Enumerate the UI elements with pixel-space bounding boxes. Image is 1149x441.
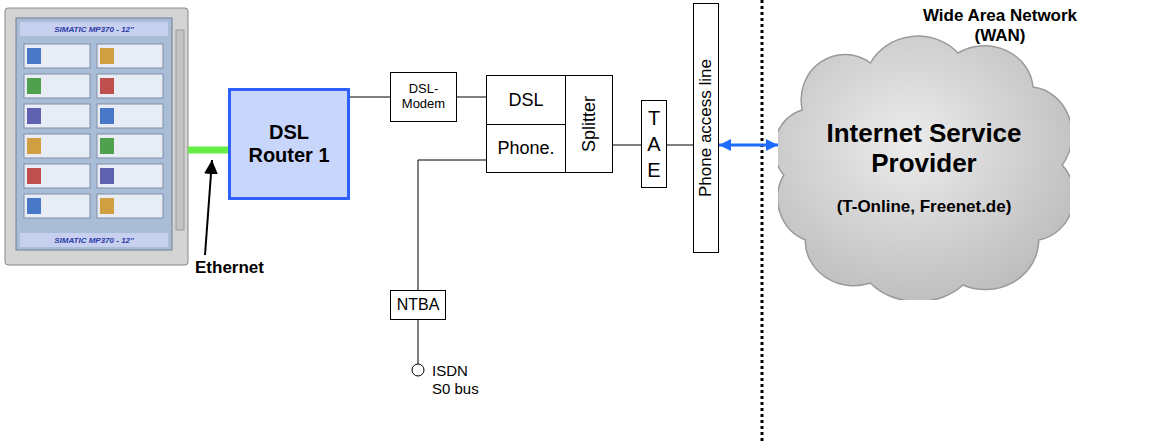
port-box: DSL: [486, 75, 566, 125]
node-text: NTBA: [397, 296, 440, 314]
modem-box: DSL-Modem: [390, 72, 457, 122]
button-icon: [27, 138, 41, 154]
panel-button: [24, 74, 90, 98]
button-icon: [100, 168, 114, 184]
cloud-shape: [778, 36, 1070, 300]
panel-button: [97, 134, 163, 158]
provider-cloud: Internet Service Provider (T-Online, Free…: [778, 35, 1070, 300]
panel-button: [24, 104, 90, 128]
button-icon: [100, 48, 114, 64]
panel-screen: [16, 18, 172, 250]
panel-button: [24, 164, 90, 188]
connector-line: [350, 97, 390, 98]
node-text: DSL Router 1: [245, 121, 333, 167]
panel-button: [97, 74, 163, 98]
node-text: (T-Online, Freenet.de): [837, 197, 1012, 217]
connector-line: [613, 145, 641, 146]
cable-label: Ethernet: [195, 258, 305, 278]
region-label: Wide Area Network (WAN): [905, 6, 1095, 47]
panel-title: SIMATIC MP370 - 12": [30, 25, 158, 35]
node-text: TAE: [644, 105, 664, 183]
panel-button: [97, 44, 163, 68]
panel-button: [24, 44, 90, 68]
node-text: Phone access line: [696, 59, 716, 197]
node-text: Splitter: [579, 96, 600, 152]
network-boundary: [761, 0, 764, 441]
node-text: Internet Service Provider: [817, 119, 1032, 179]
button-icon: [27, 168, 41, 184]
button-icon: [27, 108, 41, 124]
button-icon: [100, 198, 114, 214]
panel-button: [97, 164, 163, 188]
button-icon: [100, 78, 114, 94]
ntba-box: NTBA: [390, 290, 446, 320]
button-icon: [100, 108, 114, 124]
panel-top-bar: [20, 22, 168, 36]
panel-button: [24, 134, 90, 158]
connector-line: [667, 145, 693, 146]
panel-side-strip: [176, 30, 184, 230]
bus-terminal: [412, 364, 424, 376]
node-text: DSL-Modem: [394, 82, 453, 112]
panel-button: [97, 104, 163, 128]
connector-line: [457, 97, 486, 98]
panel-title: SIMATIC MP370 - 12": [30, 236, 158, 246]
panel-bezel: [5, 8, 188, 265]
leader-arrow: [205, 160, 212, 255]
router-box: DSL Router 1: [228, 88, 350, 200]
bus-label: ISDN S0 bus: [432, 362, 490, 398]
connector-line: [418, 160, 486, 290]
button-icon: [27, 78, 41, 94]
node-text: DSL: [508, 90, 543, 111]
button-icon: [27, 48, 41, 64]
button-icon: [100, 138, 114, 154]
panel-button: [24, 194, 90, 218]
splitter-box: Splitter: [565, 75, 613, 173]
node-text: Phone.: [497, 138, 554, 159]
socket-box: TAE: [641, 100, 667, 188]
panel-bottom-bar: [20, 233, 168, 247]
port-box: Phone.: [486, 124, 566, 173]
button-icon: [27, 198, 41, 214]
bus-wire: [418, 320, 419, 364]
connector-line: [719, 144, 778, 147]
panel-button: [97, 194, 163, 218]
access-line-box: Phone access line: [693, 3, 719, 253]
ethernet-cable: [188, 147, 229, 154]
